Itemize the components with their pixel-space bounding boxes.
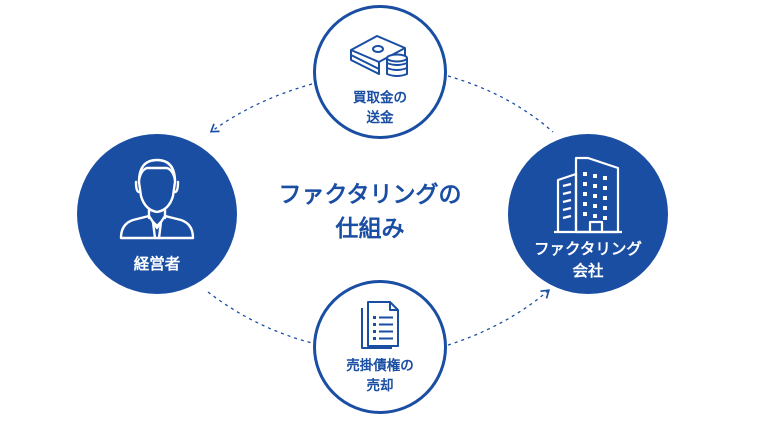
diagram-title-line2: 仕組み [335, 216, 405, 242]
arrow-company-to-payment [447, 75, 554, 133]
manager-node: 経営者 [77, 134, 237, 294]
payment-label-line2: 送金 [366, 110, 394, 126]
diagram-title-line1: ファクタリングの [278, 182, 462, 208]
receivable-sale-label-line1: 売掛債権の [346, 358, 414, 374]
document-icon [316, 298, 444, 350]
office-building-icon [508, 152, 668, 234]
arrow-payment-to-manager [209, 83, 313, 133]
factoring-company-label-line1: ファクタリング [534, 240, 642, 258]
factoring-company-label-line2: 会社 [572, 262, 604, 280]
payment-node: 買取金の 送金 [313, 5, 447, 139]
arrow-sale-to-company [447, 289, 551, 346]
diagram-title: ファクタリングの 仕組み [250, 178, 490, 246]
businessman-icon [77, 152, 237, 240]
payment-label-line1: 買取金の [353, 90, 407, 106]
receivable-sale-label-line2: 売却 [366, 378, 394, 394]
factoring-company-node: ファクタリング 会社 [508, 134, 668, 294]
receivable-sale-node: 売掛債権の 売却 [313, 280, 447, 414]
arrow-manager-to-sale [207, 291, 313, 344]
manager-label: 経営者 [133, 255, 181, 273]
cash-and-coins-icon [316, 28, 444, 78]
